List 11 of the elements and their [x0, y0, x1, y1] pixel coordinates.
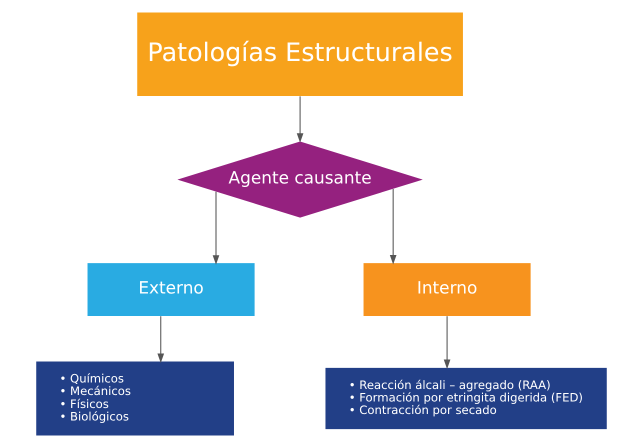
node-box: Interno	[364, 263, 531, 316]
arrow	[157, 316, 164, 364]
arrow	[390, 188, 396, 265]
arrow	[212, 192, 220, 265]
node-box: Patologías Estructurales	[137, 12, 463, 96]
node-box: Externo	[88, 263, 255, 316]
arrow	[444, 316, 450, 370]
node-box: • Reacción álcali – agregado (RAA) • Formación por etringita digerida (FED) • Contracción por secado	[325, 368, 607, 430]
node-box: • Químicos • Mecánicos • Físicos • Biológicos	[36, 361, 234, 436]
arrow	[296, 96, 304, 143]
node-diamond: Agente causante	[177, 142, 423, 218]
